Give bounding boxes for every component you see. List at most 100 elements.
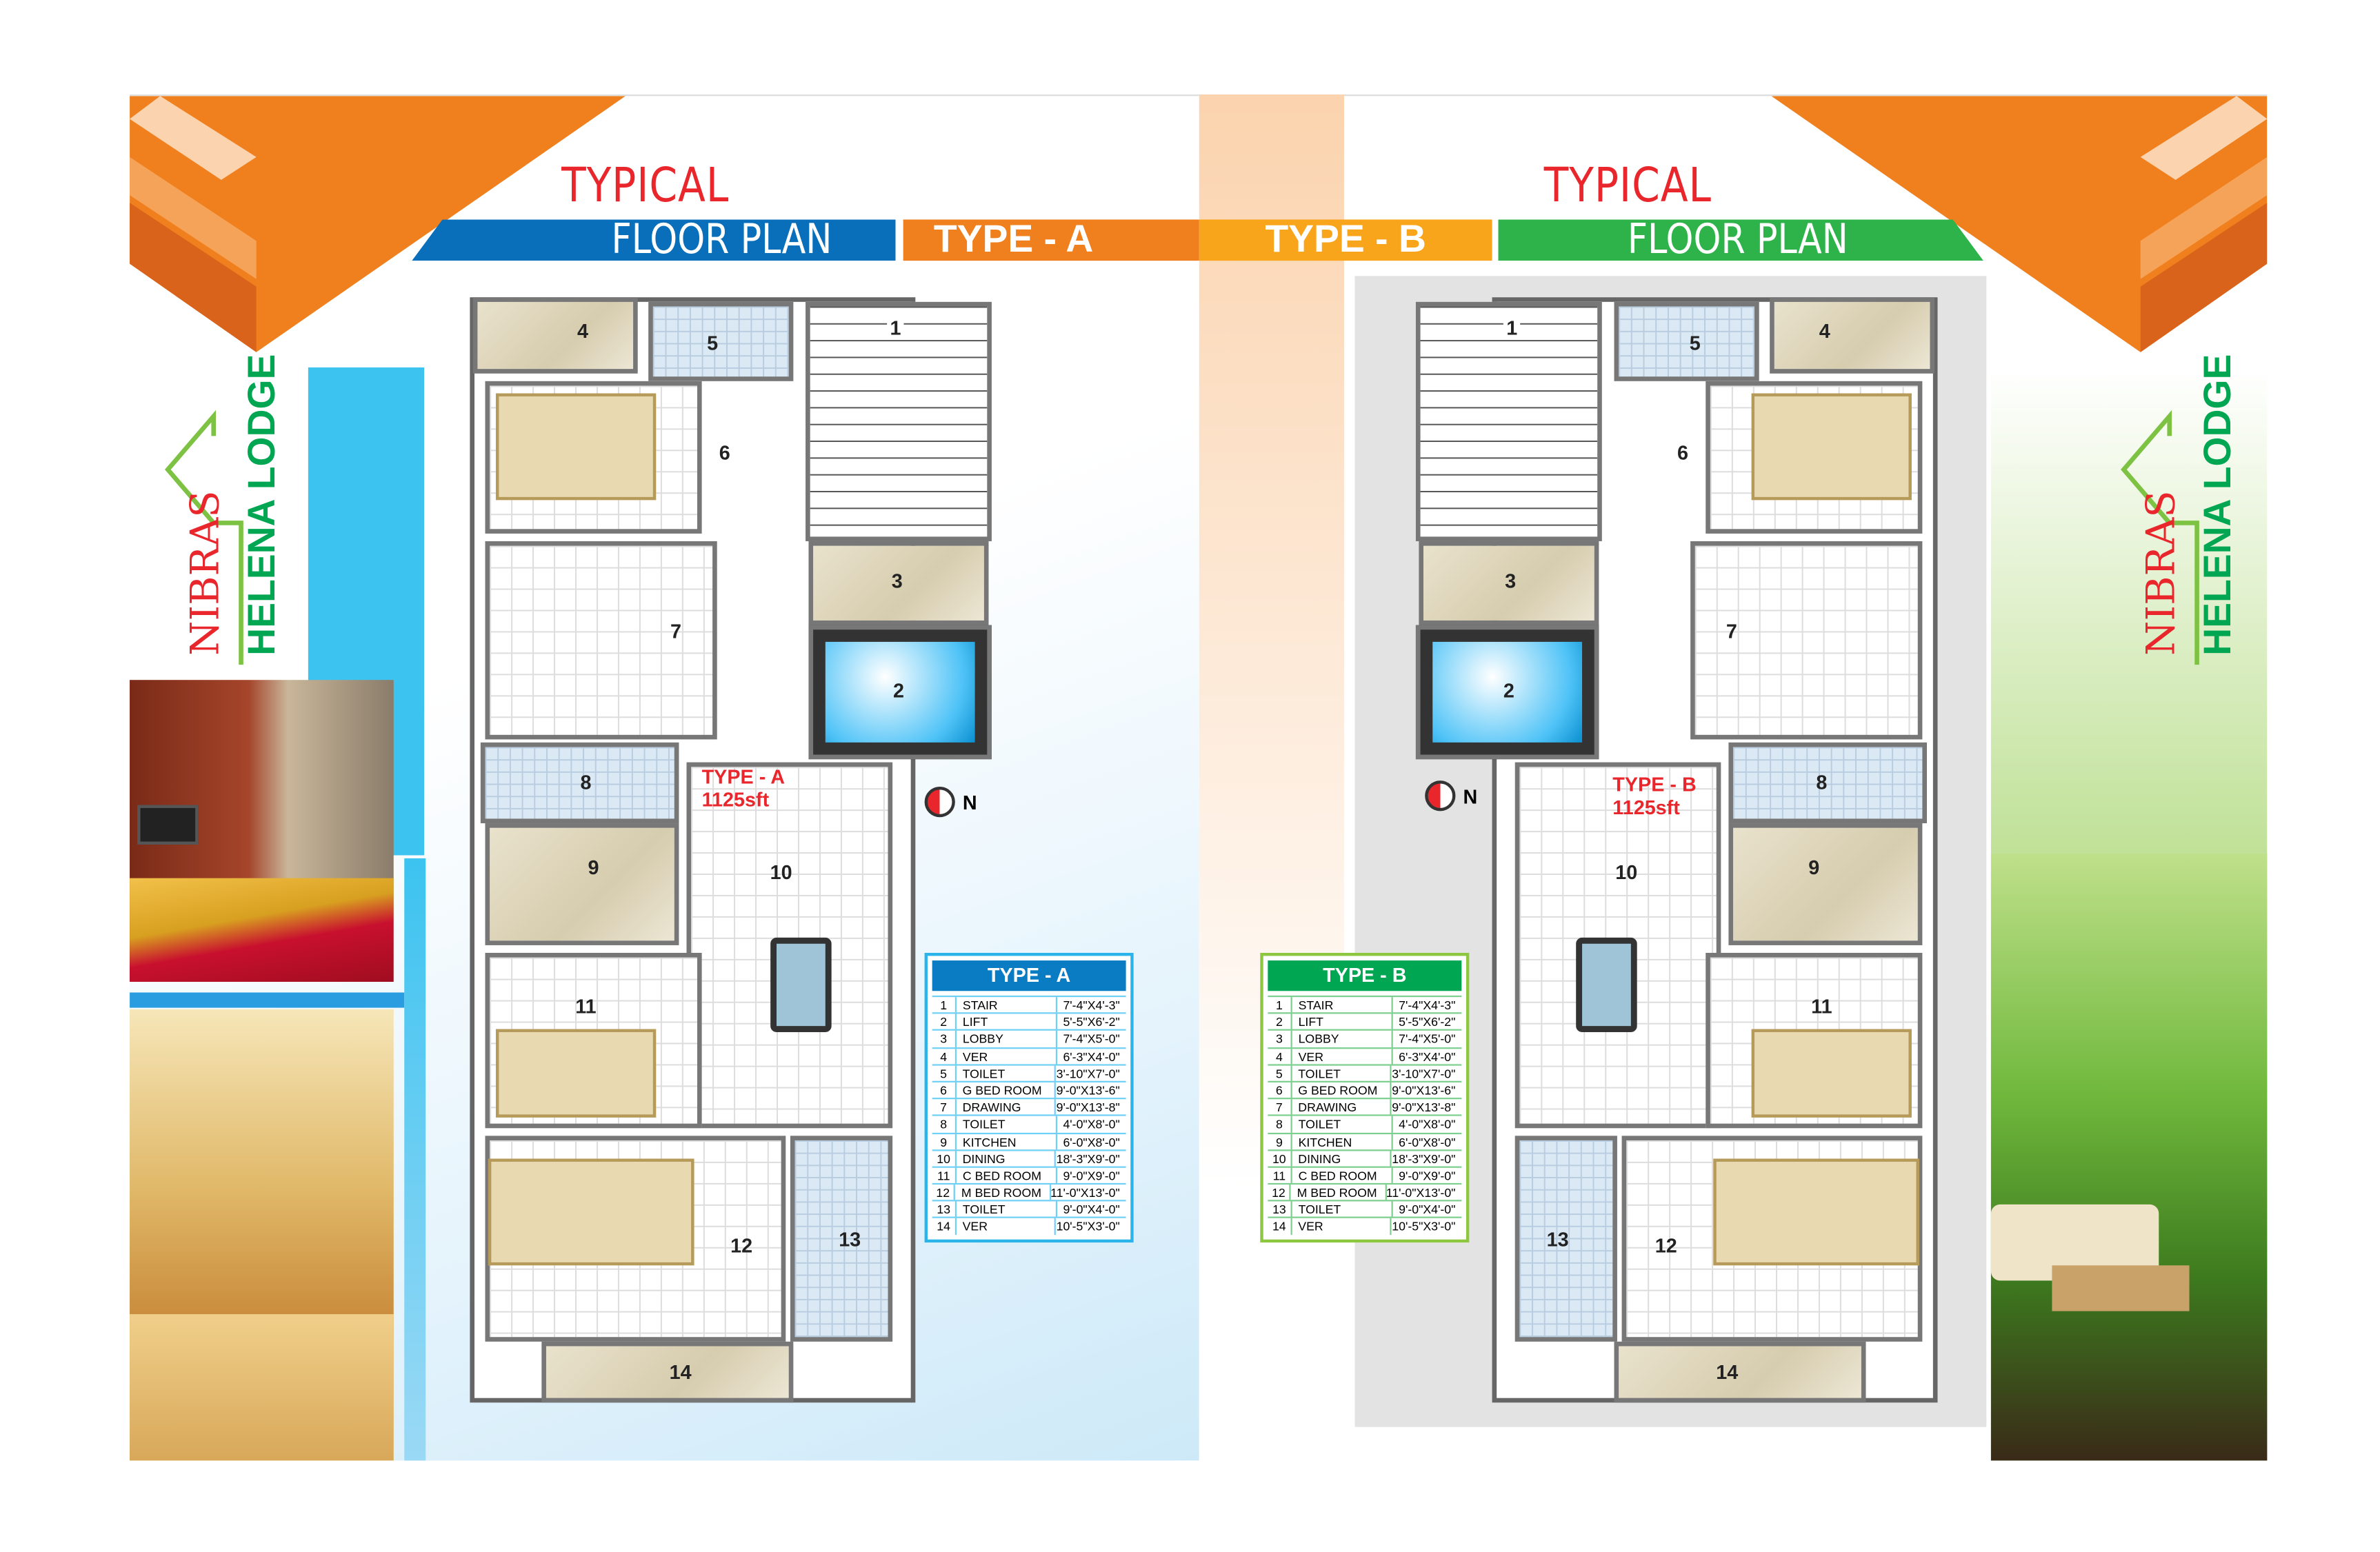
room-name: KITCHEN — [957, 1133, 1058, 1149]
room-4 — [1770, 297, 1935, 374]
room-number: 11 — [1811, 994, 1832, 1018]
room-no: 13 — [1268, 1201, 1292, 1218]
room-number: 8 — [580, 770, 592, 794]
room-7 — [485, 541, 717, 740]
room-number: 1 — [1503, 316, 1521, 339]
room-number: 10 — [770, 860, 792, 884]
room-3 — [1419, 541, 1599, 625]
room-no: 9 — [1268, 1133, 1292, 1149]
room-name: LOBBY — [957, 1031, 1058, 1047]
header-floor-plan-right-text: FLOOR PLAN — [1627, 216, 1848, 264]
table-b-title: TYPE - B — [1268, 960, 1462, 991]
room-no: 3 — [1268, 1031, 1292, 1047]
room-9 — [485, 823, 679, 945]
room-name: TOILET — [1292, 1201, 1393, 1218]
room-no: 4 — [932, 1048, 957, 1064]
room-size: 9'-0"X13'-8" — [1392, 1100, 1456, 1115]
room-2 — [1415, 625, 1599, 760]
room-size: 4'-0"X8'-0" — [1063, 1118, 1120, 1132]
room-number: 9 — [1808, 856, 1820, 879]
room-size: 7'-4"X5'-0" — [1063, 1032, 1120, 1047]
room-name: TOILET — [1292, 1116, 1393, 1132]
room-size: 7'-4"X4'-3" — [1063, 998, 1120, 1013]
room-number: 12 — [1654, 1233, 1677, 1258]
dining-table-icon — [770, 937, 832, 1032]
room-no: 7 — [1268, 1099, 1292, 1116]
room-number: 5 — [1689, 331, 1701, 355]
room-number: 3 — [1505, 569, 1517, 593]
room-no: 8 — [932, 1116, 957, 1132]
room-no: 10 — [1268, 1150, 1292, 1167]
room-name: M BED ROOM — [1291, 1185, 1386, 1200]
room-name: KITCHEN — [1292, 1133, 1393, 1149]
room-14 — [1614, 1341, 1866, 1403]
room-9 — [1728, 823, 1923, 945]
bed-icon — [495, 1029, 657, 1118]
room-size: 5'-5"X6'-2" — [1399, 1016, 1456, 1029]
room-13 — [790, 1136, 893, 1342]
table-a-title: TYPE - A — [932, 960, 1126, 991]
room-5 — [1614, 301, 1759, 381]
room-name: TOILET — [1292, 1065, 1392, 1081]
dining-table-icon — [1576, 937, 1637, 1032]
room-size: 9'-0"X4'-0" — [1063, 1203, 1120, 1218]
house-roof-icon — [164, 410, 243, 665]
room-4 — [472, 297, 638, 374]
compass-icon — [924, 786, 955, 818]
room-name: VER — [1292, 1048, 1393, 1064]
plan-a-area: 1125sft — [701, 788, 770, 812]
room-8 — [480, 742, 679, 824]
header-typical-left: TYPICAL — [561, 158, 730, 214]
room-number: 9 — [588, 856, 599, 879]
room-size: 9'-0"X13'-8" — [1056, 1100, 1120, 1115]
room-name: LIFT — [957, 1014, 1058, 1030]
room-name: VER — [1292, 1218, 1392, 1235]
room-size: 3'-10"X7'-0" — [1392, 1067, 1456, 1081]
room-size: 9'-0"X13'-6" — [1392, 1084, 1456, 1098]
room-1 — [1415, 301, 1602, 541]
room-size: 6'-0"X8'-0" — [1399, 1135, 1456, 1149]
bedroom-photo — [130, 680, 394, 982]
room-number: 4 — [577, 319, 589, 343]
room-name: VER — [957, 1048, 1058, 1064]
room-no: 14 — [1268, 1218, 1292, 1235]
logo-right: NIBRAS HELENA LODGE — [2108, 354, 2246, 675]
room-5 — [648, 301, 794, 381]
room-size: 6'-3"X4'-0" — [1399, 1049, 1456, 1064]
plan-a-type: TYPE - A — [701, 765, 786, 789]
room-number: 11 — [575, 994, 597, 1018]
room-size: 9'-0"X4'-0" — [1399, 1203, 1456, 1218]
logo-nibras: NIBRAS — [183, 490, 229, 656]
room-number: 14 — [1716, 1360, 1739, 1384]
room-no: 10 — [932, 1150, 957, 1167]
room-size: 6'-3"X4'-0" — [1063, 1049, 1120, 1064]
room-size: 18'-3"X9'-0" — [1392, 1151, 1456, 1166]
room-size: 7'-4"X5'-0" — [1399, 1032, 1456, 1047]
room-no: 6 — [1268, 1082, 1292, 1098]
room-number: 7 — [1726, 619, 1737, 643]
room-no: 5 — [1268, 1065, 1292, 1081]
